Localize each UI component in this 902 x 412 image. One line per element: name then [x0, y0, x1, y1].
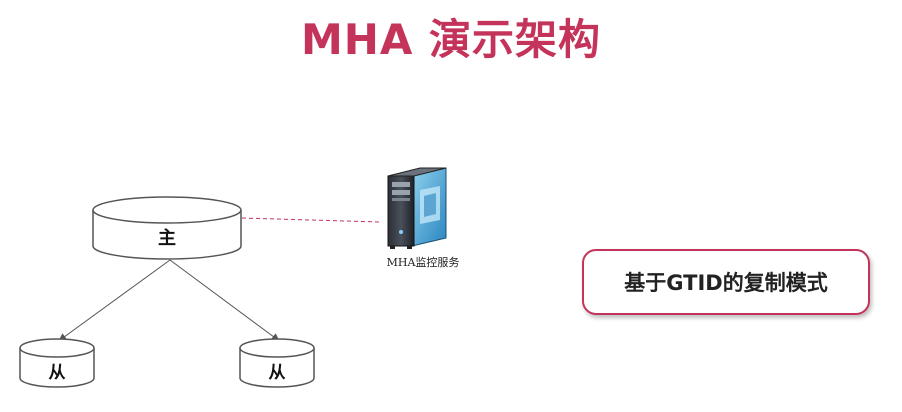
slave1-label: 从 — [49, 363, 66, 383]
master-label: 主 — [158, 227, 176, 249]
master-to-slave2-arrow — [169, 259, 280, 342]
page-title: MHA 演示架构 — [300, 15, 602, 64]
server-tower-icon — [387, 167, 447, 249]
slave2-label: 从 — [269, 363, 286, 383]
master-db-node: 主 — [92, 196, 242, 260]
master-to-monitor-line — [241, 217, 381, 223]
replication-mode-label: 基于GTID的复制模式 — [624, 271, 828, 295]
slave-db-node-2: 从 — [239, 338, 315, 388]
monitor-service-label: MHA监控服务 — [386, 256, 460, 269]
replication-mode-box: 基于GTID的复制模式 — [582, 249, 870, 315]
slave-db-node-1: 从 — [19, 338, 95, 388]
master-to-slave1-arrow — [58, 259, 171, 342]
